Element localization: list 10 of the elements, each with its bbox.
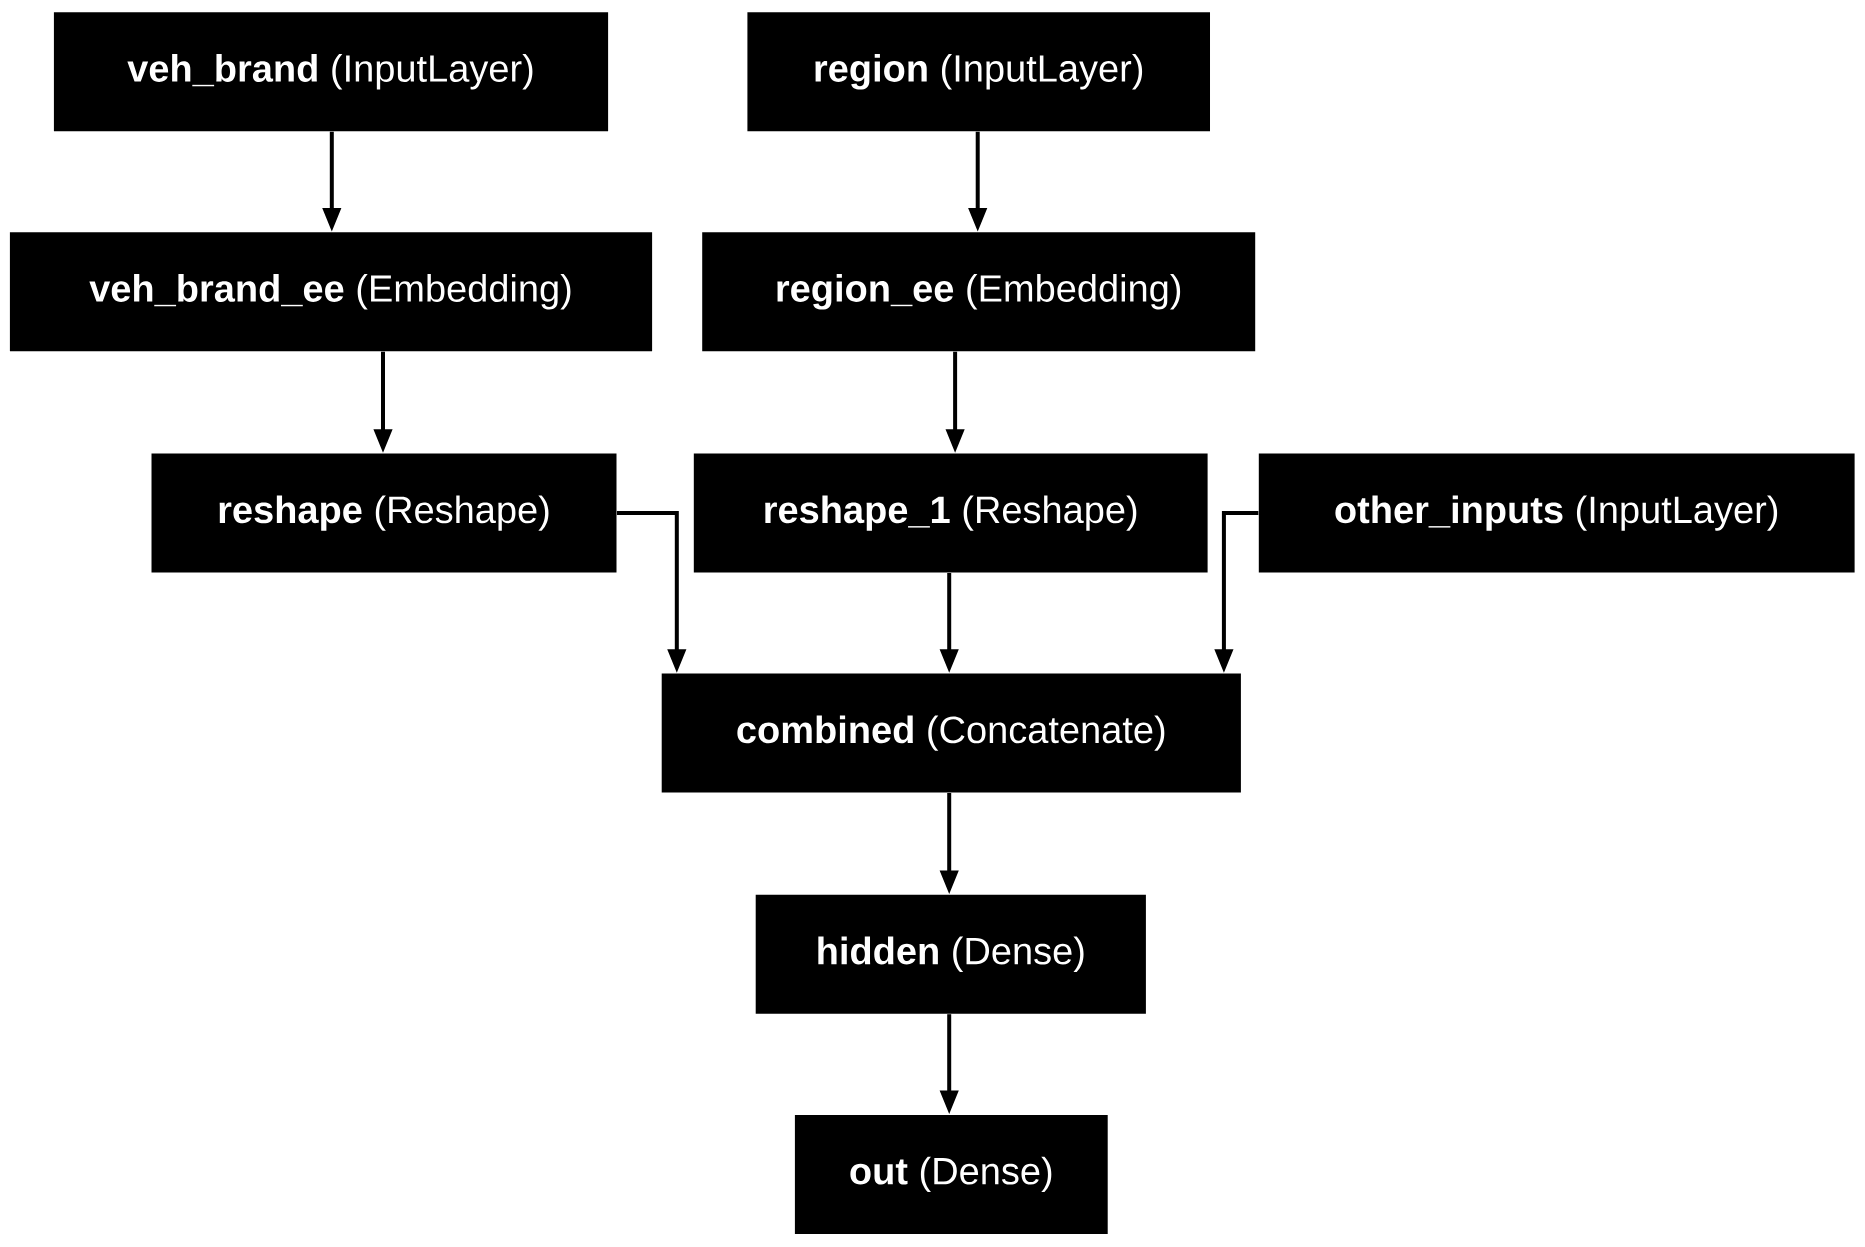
layer-box: region_ee (Embedding) [702,232,1256,352]
layer-box: other_inputs (InputLayer) [1258,453,1855,573]
layer-box: combined (Concatenate) [661,673,1241,793]
layer-box: region (InputLayer) [747,12,1210,132]
layer-box: out (Dense) [794,1114,1108,1234]
layer-box: veh_brand_ee (Embedding) [9,232,653,352]
layer-box: reshape (Reshape) [151,453,617,573]
layer-box: hidden (Dense) [755,894,1146,1014]
layer-box: reshape_1 (Reshape) [693,453,1208,573]
layer-box: veh_brand (InputLayer) [53,12,609,132]
